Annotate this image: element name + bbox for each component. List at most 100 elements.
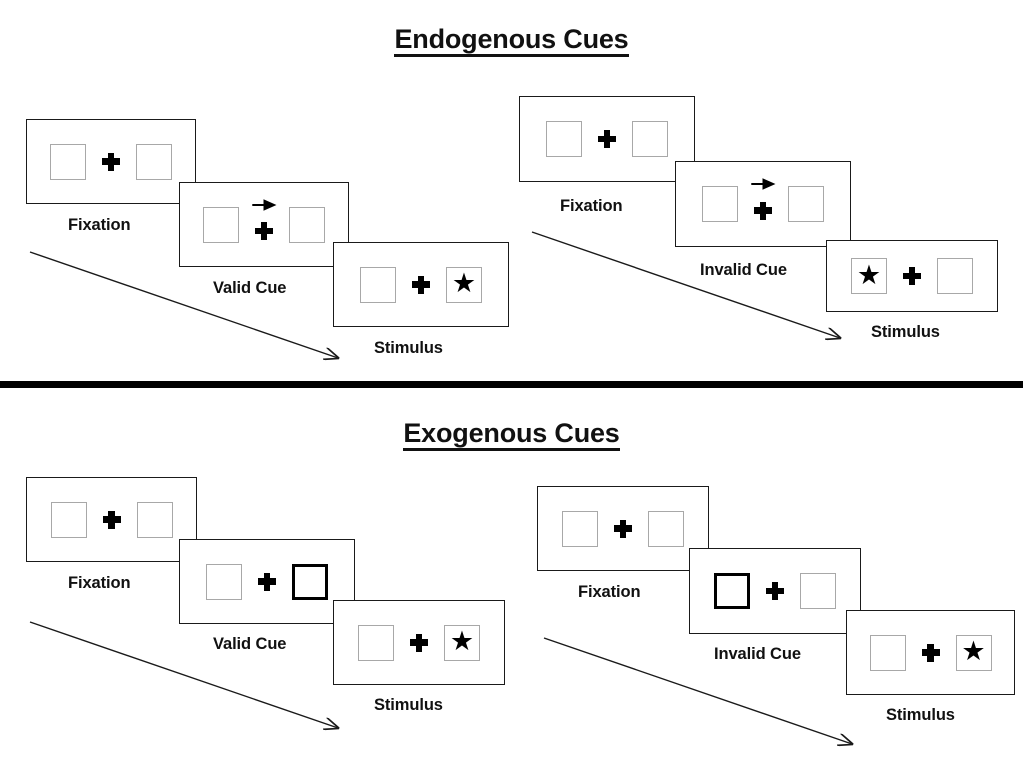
slot-left: [702, 186, 738, 222]
stage-label-exogenous-valid-fixation: Fixation: [68, 574, 131, 592]
slot-right: [632, 121, 668, 157]
slot-left-cued: [714, 573, 750, 609]
panel-content: [180, 540, 354, 623]
slot-right: ★: [955, 634, 992, 671]
slot-right: ★: [446, 266, 482, 303]
section-title-exogenous: Exogenous Cues: [0, 418, 1023, 452]
slot-right: [648, 510, 684, 547]
panel-endogenous-invalid-stimulus: ★: [826, 240, 998, 312]
fixation-cross-icon: [598, 130, 616, 148]
panel-endogenous-invalid-cue: [675, 161, 851, 247]
fixation-area: [87, 494, 137, 546]
slot-right: [136, 143, 172, 180]
fixation-area: [738, 178, 788, 230]
slot-left: [562, 510, 598, 547]
fixation-cross-icon: [258, 572, 276, 591]
stage-label-exogenous-invalid-cue: Invalid Cue: [714, 645, 801, 663]
stage-label-exogenous-valid-cue: Valid Cue: [213, 635, 287, 653]
panel-content: [180, 183, 348, 266]
slot-right: [136, 501, 173, 538]
star-icon: ★: [451, 268, 477, 298]
section-title-exogenous-text: Exogenous Cues: [403, 419, 620, 452]
time-flow-arrow-exogenous-invalid: [543, 637, 870, 757]
fixation-cross-icon: [921, 643, 940, 662]
section-title-endogenous: Endogenous Cues: [0, 24, 1023, 58]
slot-left: [360, 266, 396, 303]
fixation-area: [906, 627, 956, 679]
panel-exogenous-invalid-cue: [689, 548, 861, 634]
stage-label-exogenous-valid-stimulus: Stimulus: [374, 696, 443, 714]
panel-content: [538, 487, 708, 570]
time-flow-arrow-endogenous-valid: [29, 251, 356, 371]
panel-endogenous-valid-stimulus: ★: [333, 242, 509, 327]
fixation-area: [598, 503, 648, 555]
slot-left: [546, 121, 582, 157]
slot-left: [50, 143, 86, 180]
fixation-cross-icon: [903, 267, 921, 285]
fixation-area: [887, 250, 937, 302]
slot-right: [800, 573, 836, 609]
section-title-endogenous-text: Endogenous Cues: [394, 25, 629, 58]
fixation-cross-icon: [614, 519, 632, 538]
fixation-area: [582, 113, 632, 165]
fixation-area: [750, 565, 800, 617]
panel-content: [520, 97, 694, 181]
slot-right-cued: [292, 563, 328, 600]
star-icon: ★: [449, 626, 475, 656]
fixation-cross-icon: [102, 152, 120, 171]
panel-content: ★: [334, 601, 504, 684]
panel-content: [27, 120, 195, 203]
time-flow-arrow-exogenous-valid: [29, 621, 356, 741]
section-exogenous: Exogenous Cues Fixation Valid C: [0, 392, 1023, 767]
slot-left: [50, 501, 87, 538]
stage-label-endogenous-invalid-stimulus: Stimulus: [871, 323, 940, 341]
panel-exogenous-invalid-fixation: [537, 486, 709, 571]
fixation-area: [239, 198, 289, 251]
slot-right: [788, 186, 824, 222]
panel-content: ★: [827, 241, 997, 311]
fixation-area: [396, 259, 446, 311]
section-endogenous: Endogenous Cues Fixation: [0, 24, 1023, 385]
stage-label-endogenous-valid-stimulus: Stimulus: [374, 339, 443, 357]
panel-exogenous-valid-cue: [179, 539, 355, 624]
time-flow-arrow-endogenous-invalid: [531, 231, 858, 351]
panel-exogenous-invalid-stimulus: ★: [846, 610, 1015, 695]
stage-label-endogenous-invalid-fixation: Fixation: [560, 197, 623, 215]
fixation-cross-icon: [410, 633, 428, 652]
fixation-cross-icon: [766, 582, 784, 600]
fixation-area: [394, 617, 444, 669]
panel-content: ★: [334, 243, 508, 326]
panel-content: [676, 162, 850, 246]
panel-content: [690, 549, 860, 633]
fixation-area: [86, 136, 136, 188]
panel-endogenous-invalid-fixation: [519, 96, 695, 182]
fixation-cross-icon: [754, 201, 772, 220]
stage-label-exogenous-invalid-stimulus: Stimulus: [886, 706, 955, 724]
panel-endogenous-valid-cue: [179, 182, 349, 267]
fixation-cross-icon: [102, 510, 121, 529]
slot-left: [203, 206, 239, 243]
star-icon: ★: [961, 636, 986, 666]
slot-left: [358, 624, 394, 661]
slot-right: [289, 206, 325, 243]
panel-exogenous-valid-fixation: [26, 477, 197, 562]
slot-left: [869, 634, 906, 671]
stage-label-endogenous-valid-fixation: Fixation: [68, 216, 131, 234]
stage-label-exogenous-invalid-fixation: Fixation: [578, 583, 641, 601]
arrow-right-icon: [252, 198, 277, 211]
fixation-area: [242, 556, 292, 608]
slot-right: ★: [444, 624, 480, 661]
slot-left: ★: [851, 258, 887, 294]
stage-label-endogenous-valid-cue: Valid Cue: [213, 279, 287, 297]
panel-exogenous-valid-stimulus: ★: [333, 600, 505, 685]
slot-right: [937, 258, 973, 294]
section-divider: [0, 381, 1023, 388]
fixation-cross-icon: [255, 222, 273, 240]
arrow-right-icon: [751, 178, 776, 190]
panel-content: ★: [847, 611, 1014, 694]
fixation-cross-icon: [412, 275, 430, 294]
panel-content: [27, 478, 196, 561]
slot-left: [206, 563, 242, 600]
panel-endogenous-valid-fixation: [26, 119, 196, 204]
stage-label-endogenous-invalid-cue: Invalid Cue: [700, 261, 787, 279]
